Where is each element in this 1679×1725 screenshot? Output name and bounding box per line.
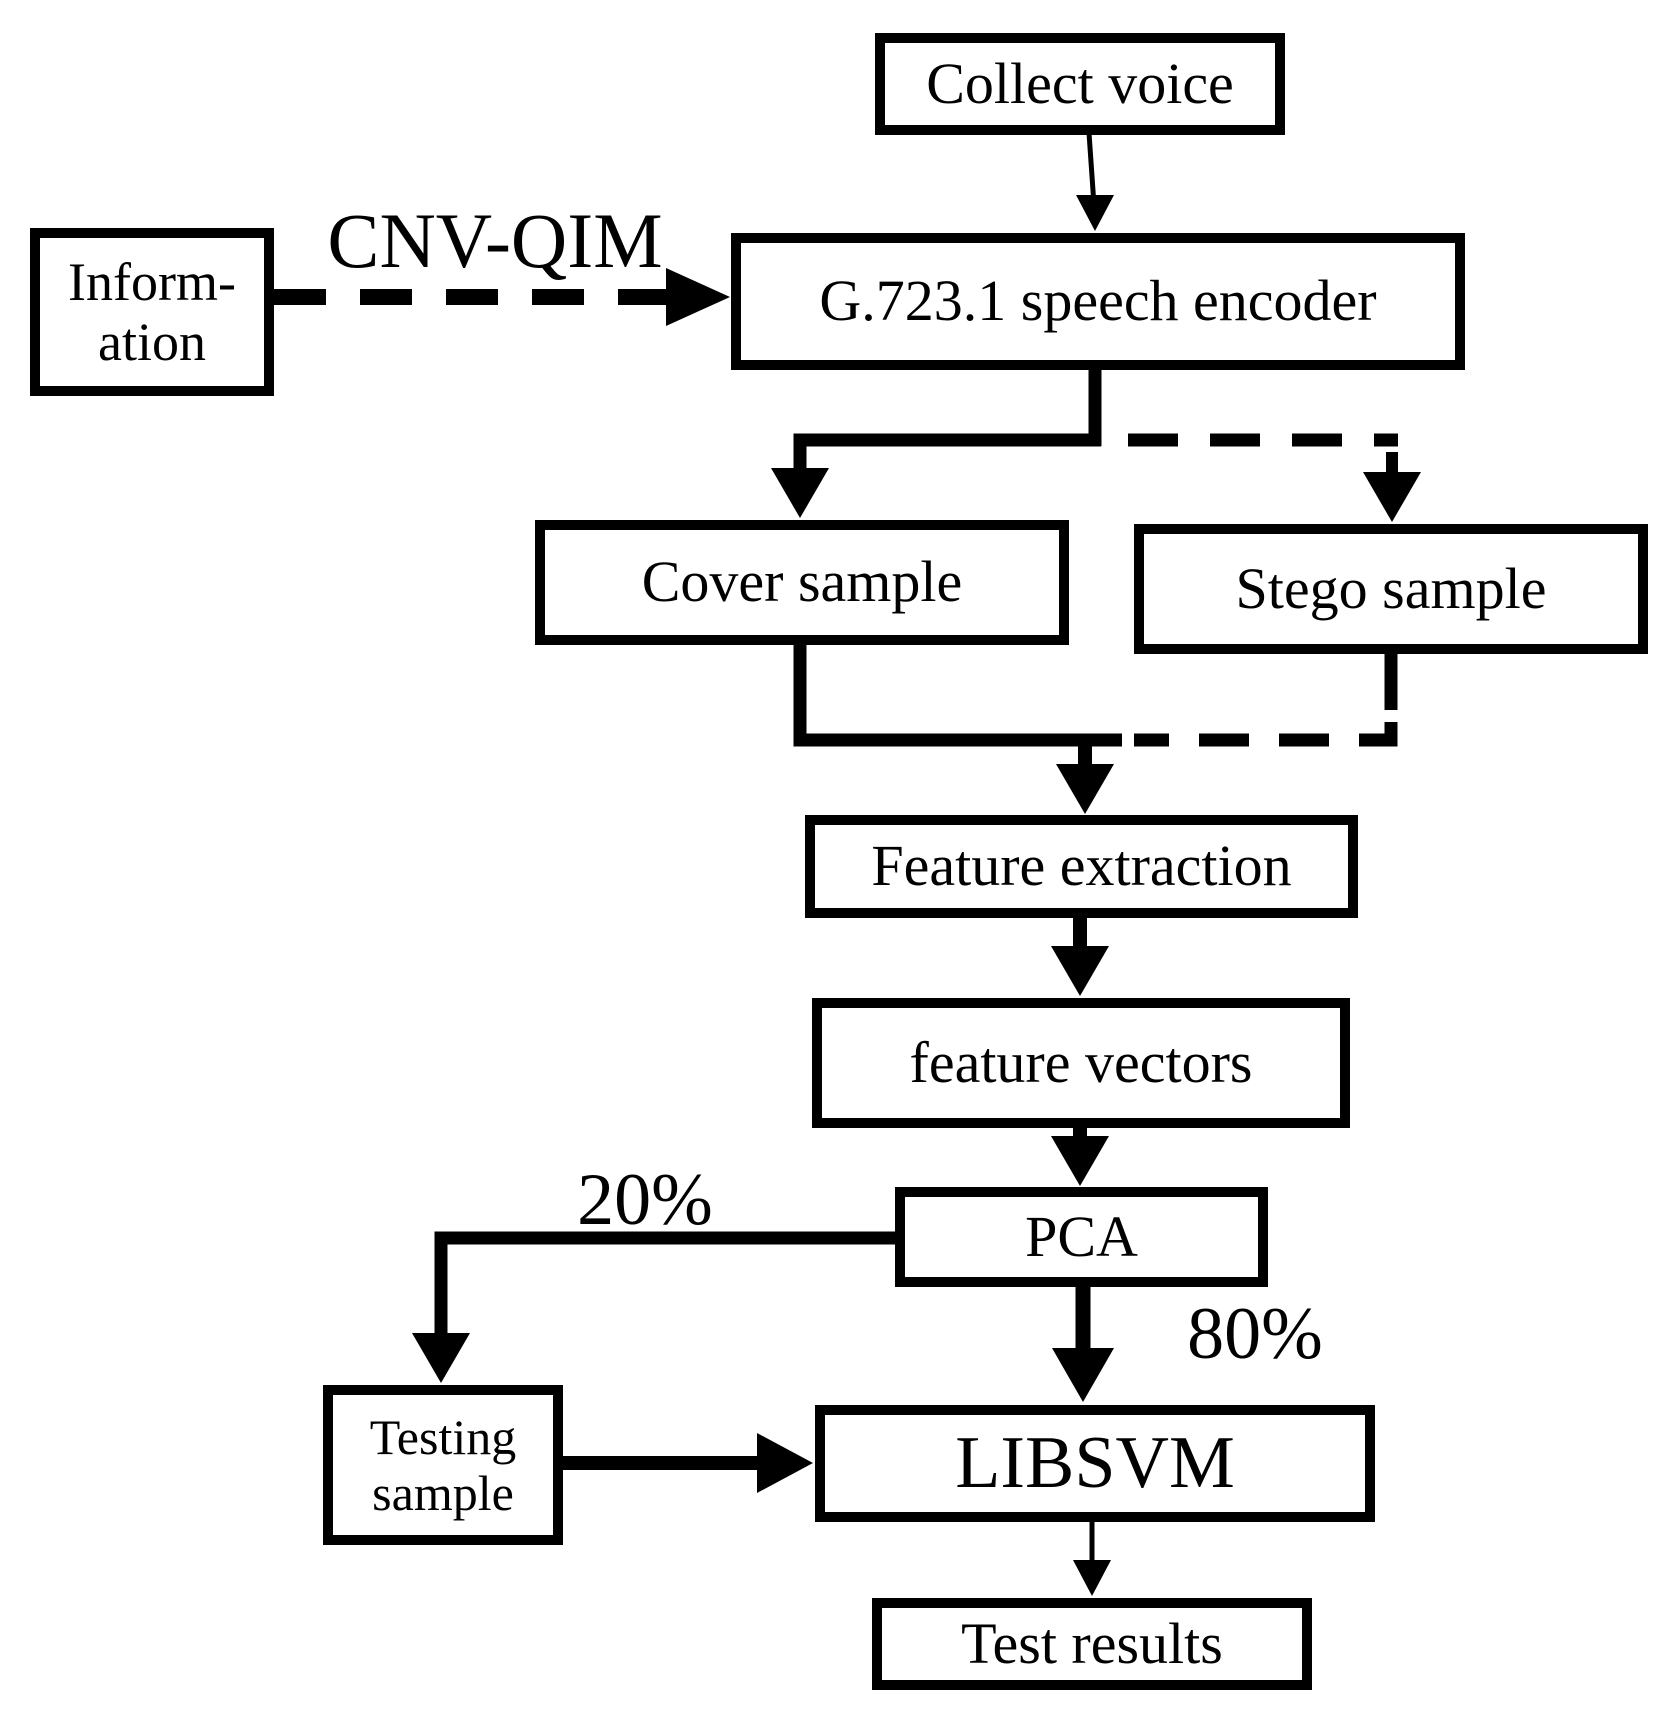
edge-cover-sample-to-merge [793, 645, 1122, 747]
node-feature-extraction-label: Feature extraction [871, 833, 1292, 899]
node-information-label-line2: ation [98, 312, 206, 372]
node-cover-sample: Cover sample [535, 520, 1069, 645]
edge-collect-voice-to-encoder [1076, 132, 1114, 231]
node-testing-sample-label-line2: sample [372, 1465, 514, 1521]
edge-feature-extraction-to-feature-vectors [1051, 916, 1109, 996]
node-testing-sample: Testing sample [323, 1385, 563, 1545]
node-information: Inform- ation [30, 228, 274, 396]
edge-label-cnv-qim: CNV-QIM [327, 197, 663, 284]
node-collect-voice: Collect voice [875, 33, 1285, 135]
node-cover-sample-label: Cover sample [641, 549, 963, 615]
edge-libsvm-to-test-results [1073, 1520, 1111, 1596]
edge-feature-vectors-to-pca [1051, 1126, 1109, 1186]
edge-pca-to-testing-sample [412, 1231, 897, 1383]
edge-label-20-percent: 20% [577, 1159, 713, 1241]
node-feature-extraction: Feature extraction [805, 815, 1358, 918]
node-test-results-label: Test results [961, 1610, 1223, 1676]
node-test-results: Test results [872, 1598, 1312, 1690]
edge-information-to-encoder [274, 268, 730, 326]
edge-pca-to-libsvm [1052, 1285, 1114, 1402]
node-libsvm-label: LIBSVM [955, 1422, 1235, 1505]
node-stego-sample-label: Stego sample [1235, 555, 1547, 621]
node-libsvm: LIBSVM [815, 1405, 1375, 1522]
edge-testing-sample-to-libsvm [561, 1433, 813, 1493]
node-information-label-line1: Inform- [68, 251, 236, 312]
edge-encoder-to-stego-sample [1128, 433, 1421, 522]
edge-encoder-to-cover-sample [771, 433, 1101, 518]
node-pca: PCA [895, 1187, 1268, 1287]
node-feature-vectors: feature vectors [812, 998, 1350, 1128]
edge-label-80-percent: 80% [1187, 1293, 1323, 1375]
node-pca-label: PCA [1025, 1203, 1138, 1269]
node-feature-vectors-label: feature vectors [909, 1029, 1253, 1095]
node-speech-encoder: G.723.1 speech encoder [731, 233, 1465, 370]
node-collect-voice-label: Collect voice [926, 50, 1234, 116]
edge-merge-to-feature-extraction [1056, 740, 1114, 814]
node-stego-sample: Stego sample [1134, 524, 1648, 654]
node-speech-encoder-label: G.723.1 speech encoder [819, 268, 1377, 334]
node-testing-sample-label-line1: Testing [369, 1409, 517, 1465]
edge-stego-sample-to-merge [1134, 654, 1398, 747]
